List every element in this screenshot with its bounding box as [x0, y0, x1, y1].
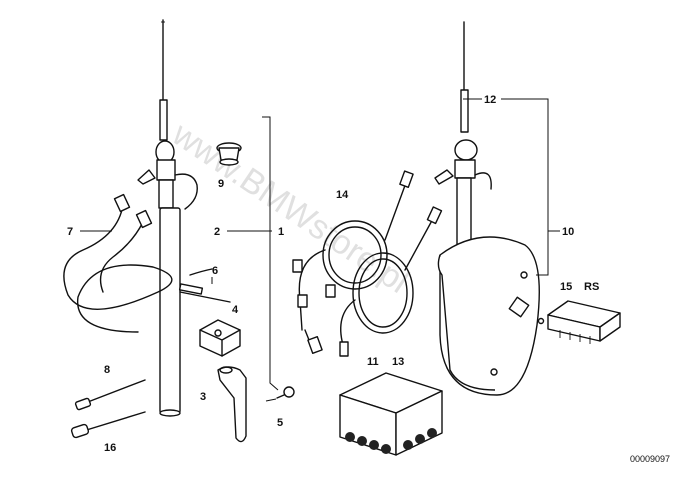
- power-antenna-motor[interactable]: [434, 21, 540, 396]
- callout-3: 3: [200, 391, 206, 403]
- cable-harness-13[interactable]: [339, 206, 443, 357]
- callout-16: 16: [104, 442, 116, 454]
- mounting-bracket-3[interactable]: [217, 366, 247, 443]
- callout-15: 15: [560, 281, 572, 293]
- callout-5: 5: [277, 417, 283, 429]
- watermark-text: www.BMWstore.pl: [165, 115, 416, 301]
- callout-8: 8: [104, 364, 110, 376]
- antenna-cable[interactable]: [63, 193, 173, 333]
- drawing-number: 00009097: [630, 454, 670, 464]
- cable-harness-14[interactable]: [292, 170, 414, 354]
- antenna-switch[interactable]: [537, 300, 621, 344]
- cable-lead[interactable]: [178, 268, 231, 303]
- lead-8[interactable]: [74, 379, 146, 411]
- manual-antenna[interactable]: [137, 19, 198, 417]
- callout-12: 12: [484, 94, 496, 106]
- callout-14: 14: [336, 189, 349, 201]
- callout-4: 4: [232, 304, 239, 316]
- screw[interactable]: [265, 386, 295, 402]
- mounting-bracket-4[interactable]: [199, 319, 241, 357]
- callout-9: 9: [218, 178, 224, 190]
- callout-7: 7: [67, 226, 73, 238]
- callout-2: 2: [214, 226, 220, 238]
- callout-13: 13: [392, 356, 404, 368]
- callout-10: 10: [562, 226, 574, 238]
- lead-16[interactable]: [70, 411, 146, 439]
- callout-1: 1: [278, 226, 284, 238]
- callout-6: 6: [212, 265, 218, 277]
- relay-box[interactable]: [339, 372, 443, 456]
- grommet[interactable]: [216, 142, 242, 166]
- callout-11: 11: [367, 356, 379, 368]
- callout-rs: RS: [584, 281, 599, 293]
